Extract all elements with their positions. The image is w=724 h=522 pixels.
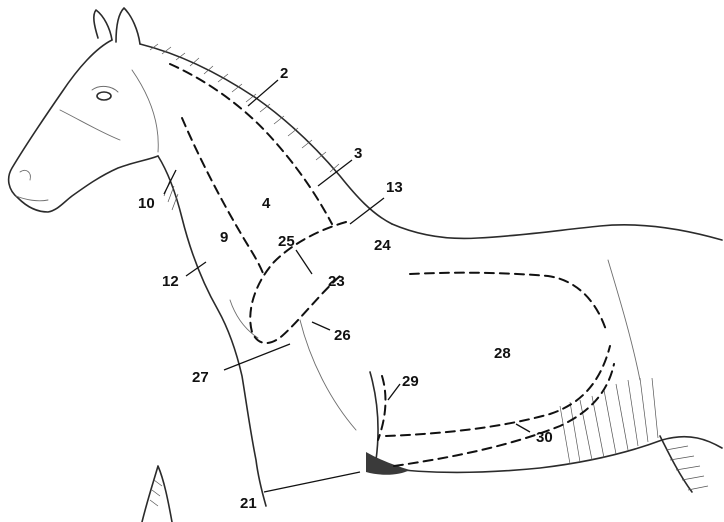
leader-26 bbox=[312, 322, 330, 330]
label-27: 27 bbox=[192, 369, 209, 386]
leader-3 bbox=[318, 160, 352, 186]
region-labels: 2 3 4 9 10 12 13 21 23 24 25 26 27 28 29… bbox=[138, 65, 553, 512]
other-foreleg-shading bbox=[150, 480, 162, 506]
label-29: 29 bbox=[402, 373, 419, 390]
eyebrow bbox=[92, 86, 118, 92]
boundary-elbow bbox=[378, 376, 385, 440]
right-ear bbox=[116, 8, 140, 44]
nostril bbox=[20, 170, 30, 180]
leader-lines bbox=[164, 80, 530, 492]
elbow-line bbox=[370, 372, 378, 460]
head-profile bbox=[9, 40, 158, 212]
label-23: 23 bbox=[328, 273, 345, 290]
label-28: 28 bbox=[494, 345, 511, 362]
boundary-neck-dorsal bbox=[170, 64, 332, 224]
left-ear bbox=[94, 10, 112, 40]
cheek-line bbox=[132, 70, 158, 152]
horse-outline bbox=[9, 8, 722, 522]
girth-shadow bbox=[366, 452, 410, 475]
leader-29 bbox=[388, 384, 400, 400]
label-12: 12 bbox=[162, 273, 179, 290]
label-10: 10 bbox=[138, 195, 155, 212]
mane-hair bbox=[150, 44, 339, 172]
boundary-neck-ventral bbox=[182, 118, 264, 276]
flank-line bbox=[608, 260, 640, 380]
leader-25 bbox=[296, 250, 312, 274]
label-4: 4 bbox=[262, 195, 271, 212]
stifle-line bbox=[660, 436, 692, 492]
leader-13 bbox=[350, 198, 384, 224]
leader-21 bbox=[264, 472, 360, 492]
region-boundaries bbox=[170, 64, 614, 466]
boundary-back-upper bbox=[410, 273, 606, 330]
label-21: 21 bbox=[240, 495, 257, 512]
label-3: 3 bbox=[354, 145, 362, 162]
flank-shading bbox=[560, 378, 658, 464]
label-13: 13 bbox=[386, 179, 403, 196]
label-25: 25 bbox=[278, 233, 295, 250]
label-30: 30 bbox=[536, 429, 553, 446]
label-24: 24 bbox=[374, 237, 391, 254]
label-26: 26 bbox=[334, 327, 351, 344]
back-line bbox=[392, 224, 722, 240]
jugular-detail bbox=[230, 300, 258, 338]
face-crest bbox=[60, 110, 120, 140]
label-9: 9 bbox=[220, 229, 228, 246]
leader-30 bbox=[516, 424, 530, 432]
label-2: 2 bbox=[280, 65, 288, 82]
eye bbox=[97, 92, 111, 100]
boundary-belly bbox=[394, 364, 614, 466]
